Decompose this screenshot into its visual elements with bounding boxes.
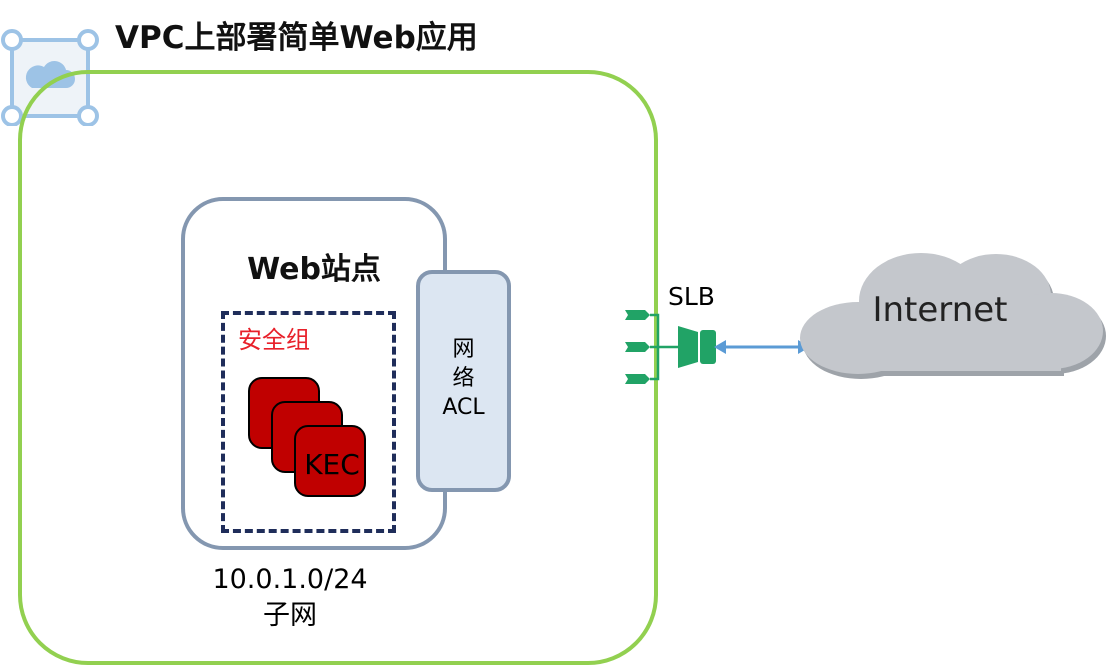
network-acl-label-line2: 络	[452, 366, 475, 391]
vpc-boundary	[18, 70, 658, 665]
network-acl-label-line3: ACL	[442, 395, 485, 420]
kec-instance-front	[294, 425, 366, 497]
diagram-title: VPC上部署简单Web应用	[115, 20, 478, 56]
network-acl-label-line1: 网	[452, 337, 475, 362]
subnet-name: 子网	[263, 600, 317, 631]
security-group-label: 安全组	[238, 326, 310, 354]
subnet-label: 10.0.1.0/24 子网	[180, 562, 400, 634]
slb-label: SLB	[668, 282, 715, 311]
internet-cloud-icon	[800, 253, 1106, 379]
kec-label: KEC	[304, 448, 360, 481]
slb-icon	[625, 310, 716, 384]
network-acl-label: 网 络 ACL	[416, 335, 511, 422]
web-site-title: Web站点	[247, 252, 381, 287]
network-acl-box	[416, 270, 511, 492]
internet-label: Internet	[872, 290, 1008, 330]
security-group-boundary	[221, 311, 396, 533]
subnet-cidr: 10.0.1.0/24	[212, 564, 368, 595]
